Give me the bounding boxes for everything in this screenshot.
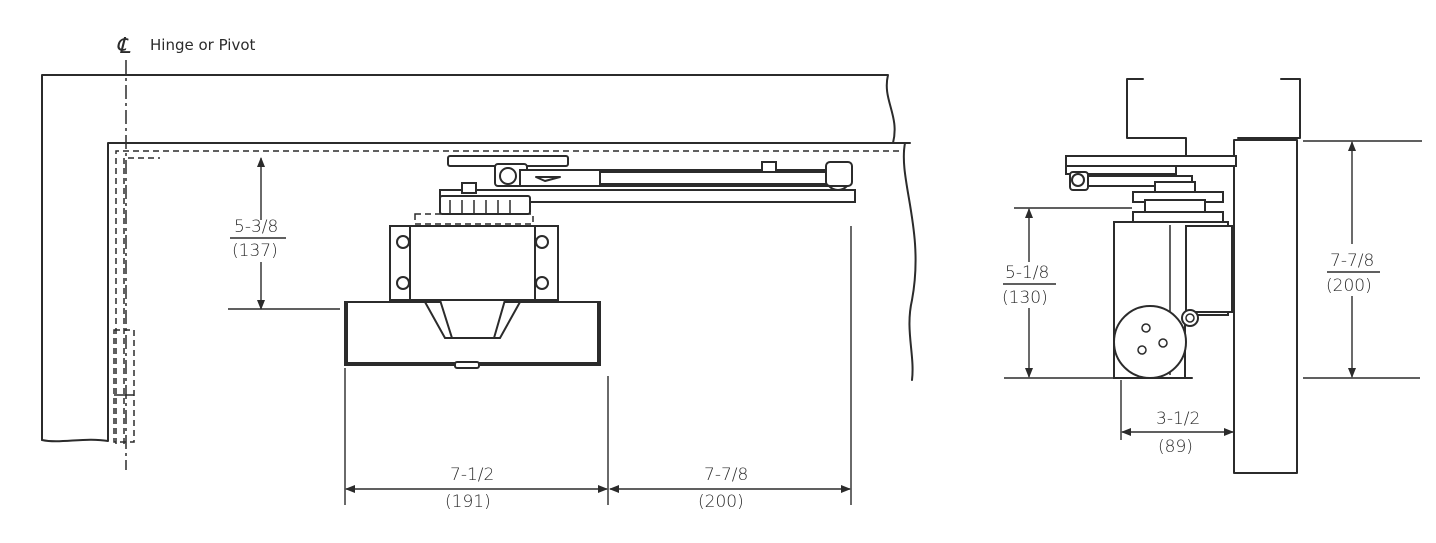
closer-arm bbox=[439, 155, 856, 203]
dim-front-depth-mm: (137) bbox=[232, 241, 278, 261]
door-frame bbox=[41, 74, 917, 444]
dim-arm-offset-inch: 7-7/8 bbox=[704, 465, 748, 485]
dim-side-width-inch: 3-1/2 bbox=[1156, 409, 1200, 429]
front-dimensions: 5-3/8 (137) 7-1/2 (191) 7-7/8 (200) bbox=[228, 157, 852, 512]
dim-body-length-inch: 7-1/2 bbox=[450, 465, 494, 485]
dim-body-length-mm: (191) bbox=[445, 492, 491, 512]
dim-side-width-mm: (89) bbox=[1158, 437, 1193, 457]
dim-side-height-mm: (200) bbox=[1326, 276, 1372, 296]
closer-body-front bbox=[344, 195, 601, 369]
dim-side-height-inch: 7-7/8 bbox=[1330, 251, 1374, 271]
centerline-label: ℄ Hinge or Pivot bbox=[116, 34, 256, 59]
centerline-symbol: ℄ bbox=[116, 34, 131, 59]
centerline-text: Hinge or Pivot bbox=[150, 36, 256, 54]
side-dimensions: 5-1/8 (130) 7-7/8 (200) 3-1/2 (89) bbox=[1002, 140, 1422, 457]
dim-side-depth-inch: 5-1/8 bbox=[1005, 263, 1049, 283]
side-frame bbox=[1126, 78, 1301, 474]
closer-body-side bbox=[1065, 155, 1237, 379]
dim-side-depth-mm: (130) bbox=[1002, 288, 1048, 308]
dim-front-depth-inch: 5-3/8 bbox=[234, 217, 278, 237]
dim-arm-offset-mm: (200) bbox=[698, 492, 744, 512]
